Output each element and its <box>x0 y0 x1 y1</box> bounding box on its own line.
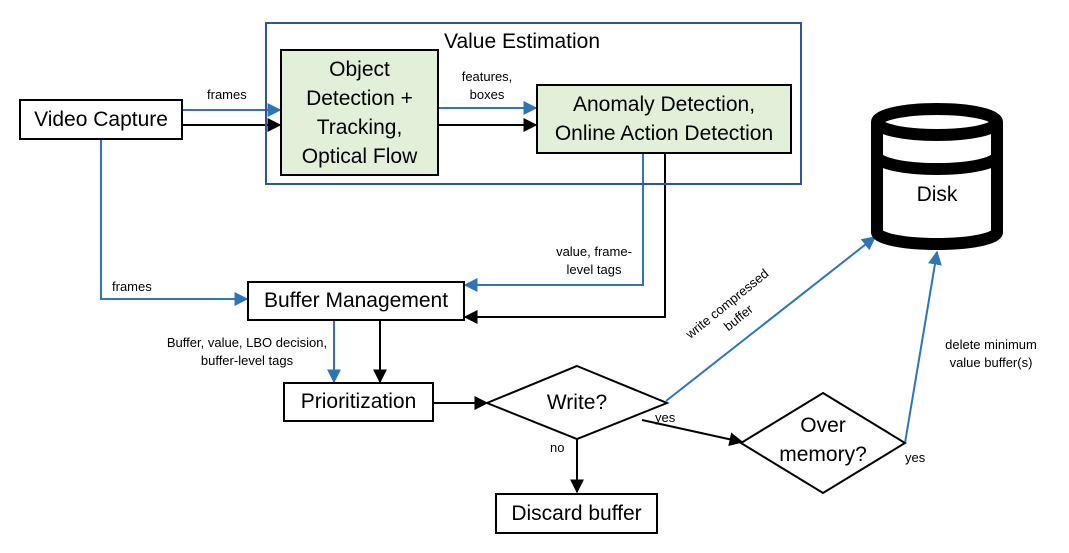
edge-write-to-disk <box>665 236 877 402</box>
no-write-label: no <box>550 440 565 455</box>
value-frame-tags-label: value, frame- level tags <box>556 244 632 277</box>
video-capture-node: Video Capture <box>19 99 183 140</box>
object-detection-node: Object Detection + Tracking, Optical Flo… <box>280 49 439 176</box>
discard-buffer-node: Discard buffer <box>495 493 658 534</box>
yes-memory-label: yes <box>905 450 926 465</box>
features-boxes-label: features, boxes <box>461 69 513 102</box>
disk-label: Disk <box>916 183 958 206</box>
edge-over-memory-to-disk <box>904 250 942 444</box>
over-memory-diamond <box>739 391 907 495</box>
frames-top-label: frames <box>207 87 247 102</box>
buffer-value-lbo-label: Buffer, value, LBO decision, buffer-leve… <box>166 335 328 368</box>
edge-video-to-buffer <box>100 139 249 306</box>
value-estimation-group <box>265 22 802 185</box>
write-decision-label: Write? <box>546 391 608 414</box>
edge-anomaly-to-buffer-black <box>463 153 666 324</box>
write-diamond <box>484 364 670 441</box>
frames-left-label: frames <box>112 279 152 294</box>
disk-icon <box>871 103 1003 250</box>
delete-minimum-label: delete minimum value buffer(s) <box>945 337 1037 370</box>
yes-write-label: yes <box>655 410 676 425</box>
over-memory-label: Over memory? <box>779 414 867 466</box>
edge-anomaly-to-buffer-blue <box>463 153 644 292</box>
buffer-management-node: Buffer Management <box>247 281 465 321</box>
anomaly-detection-node: Anomaly Detection, Online Action Detecti… <box>536 84 792 154</box>
edge-write-to-over-memory <box>641 419 744 447</box>
prioritization-node: Prioritization <box>283 382 434 422</box>
value-estimation-title: Value Estimation <box>444 30 601 53</box>
